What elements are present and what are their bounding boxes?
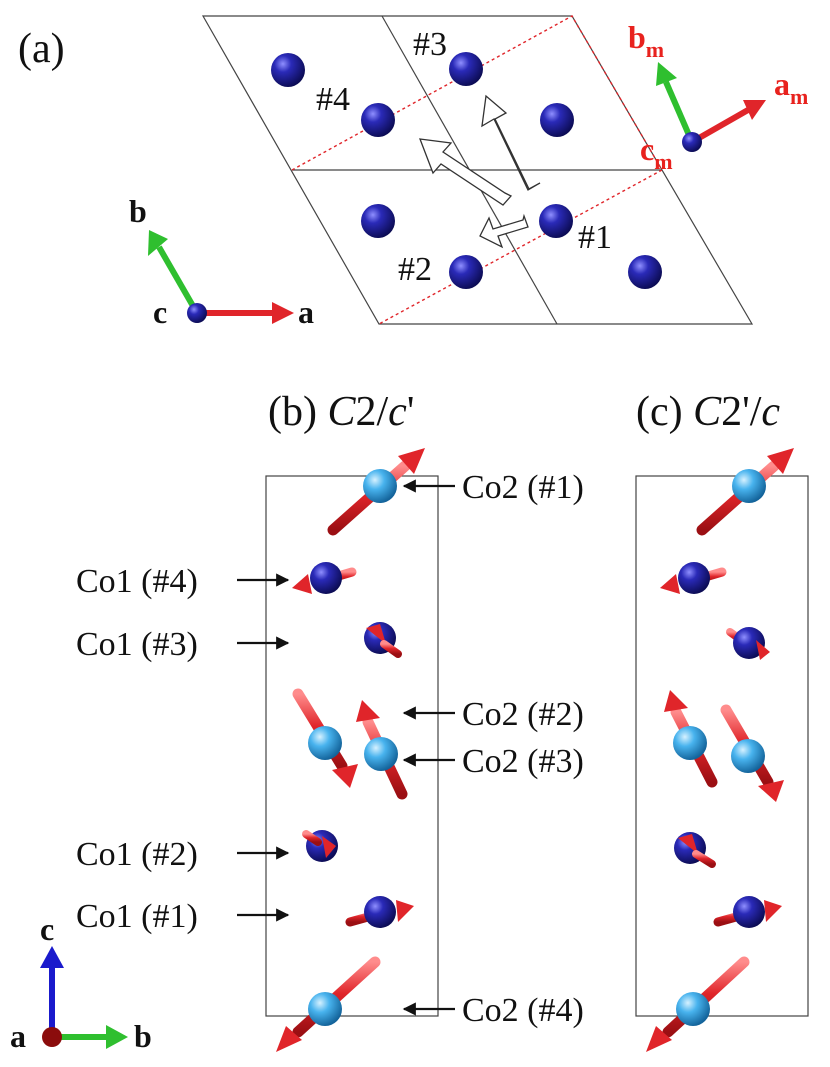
atom-co1 xyxy=(361,204,395,238)
moment-c-co2-4 xyxy=(646,956,750,1052)
crystal-axes-left: a b c xyxy=(129,193,314,330)
label-co2-1: Co2 (#1) xyxy=(462,469,584,506)
label-co1-1: Co1 (#1) xyxy=(76,898,198,935)
atom-co2 xyxy=(731,739,765,773)
axis-label-b-bottom: b xyxy=(134,1018,152,1054)
moment-c-co2-2 xyxy=(664,690,718,788)
atom-co2 xyxy=(308,992,342,1026)
panel-b-structure: Co2 (#1) Co2 (#2) Co2 (#3) Co2 (#4) Co1 … xyxy=(76,448,584,1052)
label-co2-2: Co2 (#2) xyxy=(462,696,584,733)
panel-c-structure xyxy=(635,448,809,1052)
moment-c-co1-2 xyxy=(674,832,716,868)
magnetic-cell xyxy=(291,15,663,325)
axis-label-c-bottom: c xyxy=(40,911,54,947)
atom-co1 xyxy=(539,204,573,238)
panel-c-title: (c) C2'/c xyxy=(636,389,780,435)
atom-co1 xyxy=(540,103,574,137)
moment-co2-2 xyxy=(292,688,358,788)
atoms-panel-a xyxy=(271,52,662,289)
magnetic-axes-right: am bm cm xyxy=(628,19,808,174)
cell-box-c xyxy=(635,475,809,1017)
moment-c-co1-3 xyxy=(726,627,770,660)
atom-co1 xyxy=(628,255,662,289)
moment-c-co2-1 xyxy=(696,448,794,536)
label-pointers xyxy=(237,479,455,1016)
moment-co2-1 xyxy=(327,448,425,536)
site-label-3: #3 xyxy=(413,26,447,63)
moment-c-co2-3 xyxy=(720,704,784,802)
atom-co2 xyxy=(363,469,397,503)
crystal-axes-bottom: c a b xyxy=(10,911,152,1054)
moment-c-co1-4 xyxy=(660,562,727,594)
label-co2-3: Co2 (#3) xyxy=(462,743,584,780)
atom-co1 xyxy=(361,103,395,137)
axis-label-a-bottom: a xyxy=(10,1018,26,1054)
panel-a-label: (a) xyxy=(18,26,65,72)
moment-co2-4 xyxy=(276,956,381,1052)
atom-co1 xyxy=(364,896,396,928)
moment-c-co1-1 xyxy=(713,896,782,928)
panel-b-title: (b) C2/c' xyxy=(268,389,414,435)
atom-co2 xyxy=(732,469,766,503)
axis-label-b: b xyxy=(129,193,147,229)
panel-a: (a) #3 #4 #1 #2 xyxy=(18,15,808,330)
moment-co2-3 xyxy=(356,700,408,800)
moment-co1-2 xyxy=(302,830,338,862)
axis-label-a: a xyxy=(298,294,314,330)
atom-co1 xyxy=(271,53,305,87)
atom-co1 xyxy=(449,52,483,86)
atom-co1 xyxy=(733,627,765,659)
atom-co2 xyxy=(673,726,707,760)
site-label-4: #4 xyxy=(316,81,350,118)
moment-co1-4 xyxy=(292,562,357,594)
propagation-arrows xyxy=(419,94,541,249)
axis-label-bm: bm xyxy=(628,19,664,62)
moment-co1-1 xyxy=(345,896,414,928)
axis-label-am: am xyxy=(774,66,808,109)
label-co1-3: Co1 (#3) xyxy=(76,626,198,663)
axis-label-c: c xyxy=(153,294,167,330)
atom-co2 xyxy=(676,992,710,1026)
atom-co1 xyxy=(449,255,483,289)
moment-co1-3 xyxy=(364,622,402,658)
label-co2-4: Co2 (#4) xyxy=(462,992,584,1029)
site-label-1: #1 xyxy=(578,219,612,256)
label-co1-4: Co1 (#4) xyxy=(76,563,198,600)
label-co1-2: Co1 (#2) xyxy=(76,836,198,873)
atom-co1 xyxy=(310,562,342,594)
cell-box-b xyxy=(265,475,439,1017)
atom-co1 xyxy=(733,896,765,928)
atom-co2 xyxy=(364,737,398,771)
site-label-2: #2 xyxy=(398,251,432,288)
axis-label-cm: cm xyxy=(640,131,673,174)
atom-co2 xyxy=(308,726,342,760)
atom-co1 xyxy=(678,562,710,594)
